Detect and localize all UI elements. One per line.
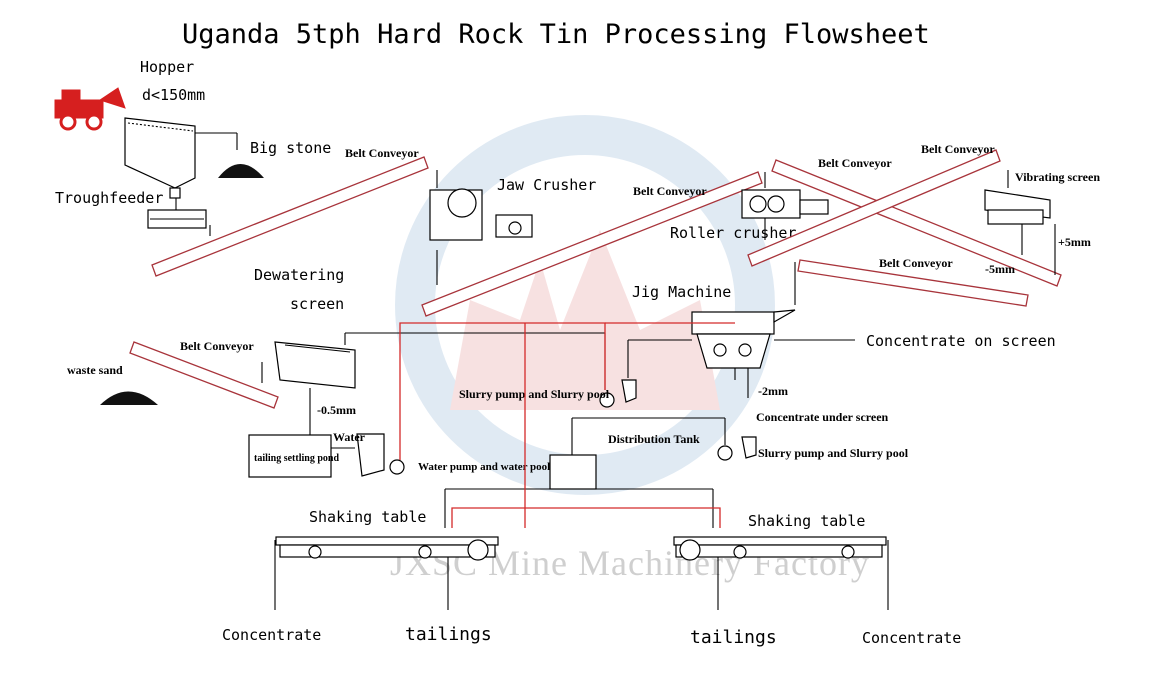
waste-sand-pile — [100, 391, 158, 405]
minus-5mm-label: -5mm — [985, 262, 1015, 276]
dewatering-screen-label-2: screen — [290, 295, 344, 313]
belt-conveyor-4 — [747, 149, 1001, 267]
page-title: Uganda 5tph Hard Rock Tin Processing Flo… — [182, 19, 930, 50]
shaking-table-left-icon — [274, 536, 499, 610]
troughfeeder-icon — [147, 198, 211, 236]
jig-machine-label: Jig Machine — [632, 283, 731, 301]
belt-conveyor-2 — [421, 171, 763, 317]
big-stone-label: Big stone — [250, 139, 331, 157]
jaw-crusher-icon — [429, 170, 533, 285]
shaking-table-right-icon — [673, 536, 889, 610]
roller-crusher-label: Roller crusher — [670, 224, 796, 242]
jaw-crusher-label: Jaw Crusher — [497, 176, 596, 194]
belt-conveyor-1 — [151, 156, 429, 277]
belt-conveyor-6 — [129, 341, 279, 409]
loader-icon — [54, 87, 126, 131]
slurry-pump-pool-1-label: Slurry pump and Slurry pool — [459, 387, 610, 401]
tailings-left-label: tailings — [405, 624, 492, 645]
water-return-lines — [399, 322, 735, 528]
big-stone-pile — [218, 164, 264, 178]
tailing-settling-pond-label: tailing settling pond — [254, 453, 339, 464]
concentrate-right-label: Concentrate — [862, 629, 961, 647]
belt-conveyor-4-label: Belt Conveyor — [921, 142, 995, 156]
belt-conveyor-5-label: Belt Conveyor — [879, 256, 953, 270]
tailing-settling-pond-icon — [248, 420, 405, 478]
belt-conveyor-3 — [771, 159, 1062, 287]
dewatering-screen-label-1: Dewatering — [254, 266, 344, 284]
vibrating-screen-label: Vibrating screen — [1015, 170, 1100, 184]
roller-crusher-icon — [741, 172, 829, 240]
belt-conveyor-1-label: Belt Conveyor — [345, 146, 419, 160]
concentrate-under-screen-label: Concentrate under screen — [756, 410, 889, 424]
hopper-label: Hopper — [140, 58, 194, 76]
troughfeeder-label: Troughfeeder — [55, 189, 163, 207]
tailings-right-label: tailings — [690, 627, 777, 648]
concentrate-on-screen-label: Concentrate on screen — [866, 332, 1056, 350]
minus-2mm-label: -2mm — [758, 384, 788, 398]
distribution-tank-icon — [444, 417, 726, 528]
slurry-pump-1-icon — [599, 339, 692, 408]
dewatering-screen-icon — [261, 332, 606, 420]
belt-conveyor-6-label: Belt Conveyor — [180, 339, 254, 353]
shaking-table-left-label: Shaking table — [309, 508, 426, 526]
plus-5mm-label: +5mm — [1058, 235, 1091, 249]
slurry-pump-2-icon — [717, 436, 757, 461]
minus-0-5mm-label: -0.5mm — [317, 403, 356, 417]
belt-conveyor-5 — [797, 259, 1029, 307]
concentrate-left-label: Concentrate — [222, 626, 321, 644]
waste-sand-label: waste sand — [67, 363, 123, 377]
vibrating-screen-icon — [984, 170, 1056, 275]
slurry-pump-pool-2-label: Slurry pump and Slurry pool — [758, 446, 909, 460]
water-pump-pool-label: Water pump and water pool — [418, 461, 550, 473]
hopper-size-label: d<150mm — [142, 86, 205, 104]
distribution-tank-label: Distribution Tank — [608, 432, 700, 446]
belt-conveyor-3-label: Belt Conveyor — [818, 156, 892, 170]
water-label: Water — [333, 430, 366, 444]
hopper-icon — [124, 117, 238, 199]
belt-conveyor-2-label: Belt Conveyor — [633, 184, 707, 198]
shaking-table-right-label: Shaking table — [748, 512, 865, 530]
